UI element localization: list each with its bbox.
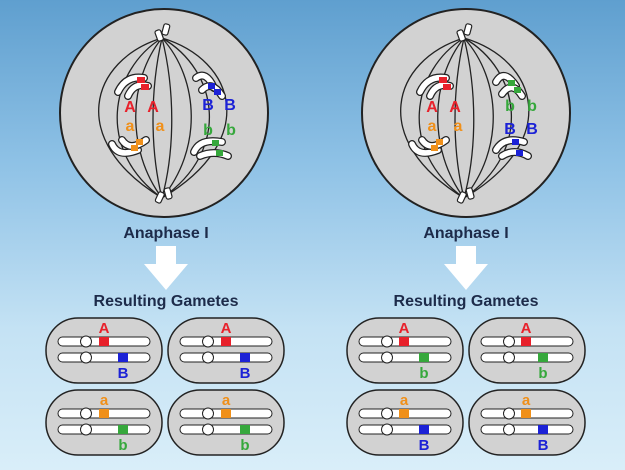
allele-label: b [419,365,428,382]
allele-label: A [521,320,532,337]
chromosome-upper-right [492,72,526,100]
spindle-fibers [98,37,228,199]
allele-label: a [454,118,463,135]
down-arrow [444,246,488,290]
gamete-cell: A B [45,317,163,384]
allele-label: a [222,392,231,409]
gamete-cell: A B [167,317,285,384]
chromosome-lower-right [492,136,532,160]
left-panel: A A B B a a b b Anaphase I Resulting Gam… [45,8,285,456]
allele-label: B [419,437,430,454]
allele-label: A [449,99,461,116]
allele-label: B [240,365,251,382]
gamete-cell: A b [468,317,586,384]
allele-label: a [100,392,109,409]
gametes-label: Resulting Gametes [94,293,239,310]
chromosome-lower-left [408,136,450,157]
allele-label: b [505,98,515,115]
allele-label: B [202,97,214,114]
allele-label: a [522,392,531,409]
allele-label: A [399,320,410,337]
allele-label: B [504,121,516,138]
allele-label: b [226,122,236,139]
gamete-cell: a b [45,389,163,456]
anaphase-cell-right: A A b b a a B B [361,8,571,218]
chromosome-upper-left [114,73,152,100]
allele-label: b [118,437,127,454]
chromosome-lower-left [108,136,150,157]
allele-label: b [203,122,213,139]
allele-label: A [124,99,136,116]
allele-label: a [126,118,135,135]
gamete-cell: a B [346,389,464,456]
gametes-label: Resulting Gametes [394,293,539,310]
allele-label: b [240,437,249,454]
allele-label: A [221,320,232,337]
allele-label: B [538,437,549,454]
allele-label: B [526,121,538,138]
down-arrow [144,246,188,290]
allele-label: A [99,320,110,337]
chromosome-upper-left [416,73,454,100]
phase-label: Anaphase I [423,225,508,242]
anaphase-cell-left: A A B B a a b b [59,8,269,218]
allele-label: a [156,118,165,135]
allele-label: B [224,97,236,114]
gamete-cell: A b [346,317,464,384]
allele-label: a [428,118,437,135]
allele-label: b [538,365,547,382]
right-panel: A A b b a a B B Anaphase I Resulting Gam… [346,8,586,456]
allele-label: B [118,365,129,382]
chromosome-upper-right [192,71,226,100]
centriole-bottom [456,187,475,204]
centriole-top [456,23,473,42]
spindle-fibers [400,37,530,199]
allele-label: A [147,99,159,116]
phase-label: Anaphase I [123,225,208,242]
centriole-top [154,23,171,42]
gamete-cell: a B [468,389,586,456]
allele-label: A [426,99,438,116]
allele-label: a [400,392,409,409]
gamete-cell: a b [167,389,285,456]
centriole-bottom [154,187,173,204]
chromosome-lower-right [190,137,232,160]
allele-label: b [527,98,537,115]
